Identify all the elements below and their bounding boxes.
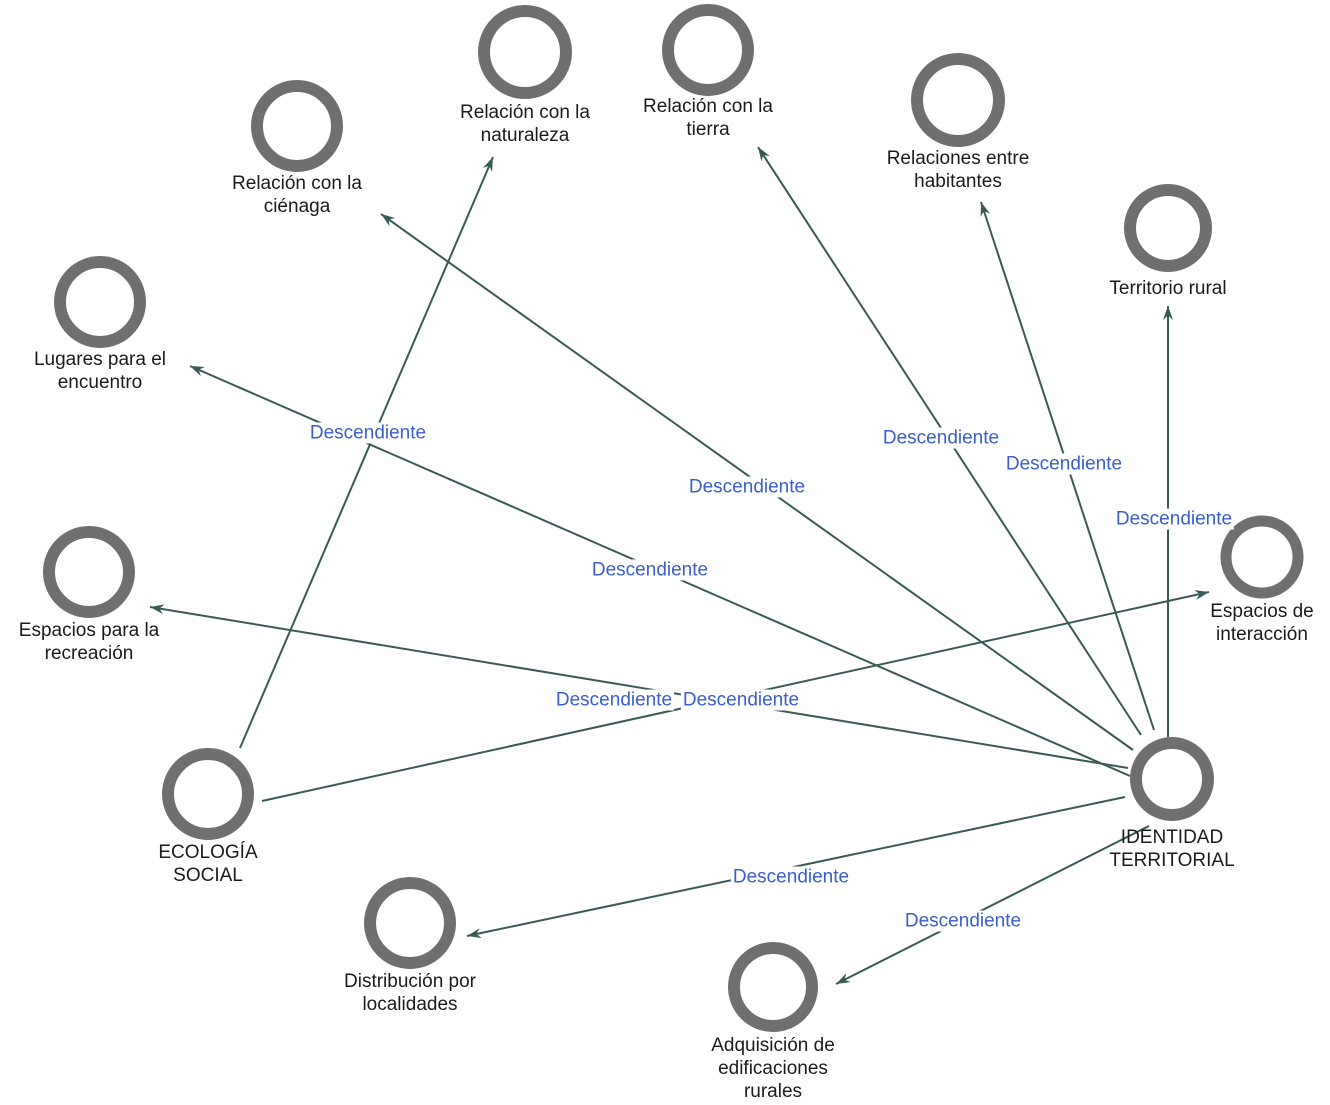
nodes-layer	[43, 4, 1304, 1032]
node-label-line: recreación	[44, 643, 134, 664]
edge-label-identidad-territorio[interactable]: Descendiente	[1113, 508, 1235, 530]
node-circle-distribucion[interactable]	[364, 877, 456, 969]
edge-ecologia-naturaleza[interactable]	[239, 156, 494, 749]
node-label-line: Distribución por	[344, 971, 476, 992]
node-label-line: Relaciones entre	[886, 148, 1030, 169]
node-circle-lugares[interactable]	[54, 256, 146, 348]
edge-identidad-adquisicion[interactable]	[835, 825, 1150, 985]
edge-label-ecologia-naturaleza[interactable]: Descendiente	[307, 422, 429, 444]
node-circle-recreacion[interactable]	[43, 526, 135, 618]
edge-label-ecologia-interaccion[interactable]: Descendiente	[680, 689, 802, 711]
node-circle-naturaleza[interactable]	[478, 5, 572, 99]
node-label-territorio[interactable]: Territorio rural	[1109, 277, 1226, 300]
edge-label-identidad-tierra[interactable]: Descendiente	[880, 427, 1002, 449]
node-label-line: interacción	[1216, 624, 1308, 645]
node-circle-interaccion[interactable]	[1220, 515, 1304, 599]
edge-label-identidad-recreacion[interactable]: Descendiente	[553, 689, 675, 711]
edge-label-identidad-cienaga[interactable]: Descendiente	[686, 476, 808, 498]
edge-label-identidad-habitantes[interactable]: Descendiente	[1003, 453, 1125, 475]
node-label-line: Espacios para la	[18, 620, 160, 641]
node-label-line: Adquisición de	[711, 1035, 835, 1056]
node-label-line: Relación con la	[460, 102, 590, 123]
node-circle-ecologia[interactable]	[162, 748, 254, 840]
node-label-line: naturaleza	[480, 125, 570, 146]
node-label-line: tierra	[686, 119, 730, 140]
node-circle-identidad[interactable]	[1130, 737, 1214, 821]
node-circle-adquisicion[interactable]	[728, 942, 818, 1032]
node-label-line: TERRITORIAL	[1109, 850, 1235, 871]
node-label-line: ECOLOGÍA	[158, 842, 258, 863]
node-label-line: edificaciones	[718, 1058, 828, 1079]
edge-label-identidad-distribucion[interactable]: Descendiente	[730, 866, 852, 888]
node-circle-cienaga[interactable]	[251, 80, 343, 172]
node-label-line: Territorio rural	[1109, 278, 1227, 299]
node-label-line: encuentro	[57, 372, 143, 393]
node-circle-territorio[interactable]	[1124, 184, 1212, 272]
node-label-line: ciénaga	[263, 196, 331, 217]
node-label-line: rurales	[743, 1081, 803, 1102]
node-label-line: Espacios de	[1210, 601, 1314, 622]
node-label-line: Lugares para el	[33, 349, 167, 370]
edge-identidad-recreacion[interactable]	[149, 604, 1129, 769]
edge-label-identidad-lugares[interactable]: Descendiente	[589, 559, 711, 581]
node-circle-tierra[interactable]	[662, 4, 754, 96]
edge-label-identidad-adquisicion[interactable]: Descendiente	[902, 910, 1024, 932]
node-label-line: localidades	[362, 994, 458, 1015]
node-label-line: Relación con la	[232, 173, 362, 194]
node-label-line: SOCIAL	[173, 865, 243, 886]
node-circle-habitantes[interactable]	[911, 53, 1005, 147]
node-label-line: IDENTIDAD	[1120, 827, 1224, 848]
node-label-line: habitantes	[914, 171, 1002, 192]
node-label-line: Relación con la	[643, 96, 773, 117]
